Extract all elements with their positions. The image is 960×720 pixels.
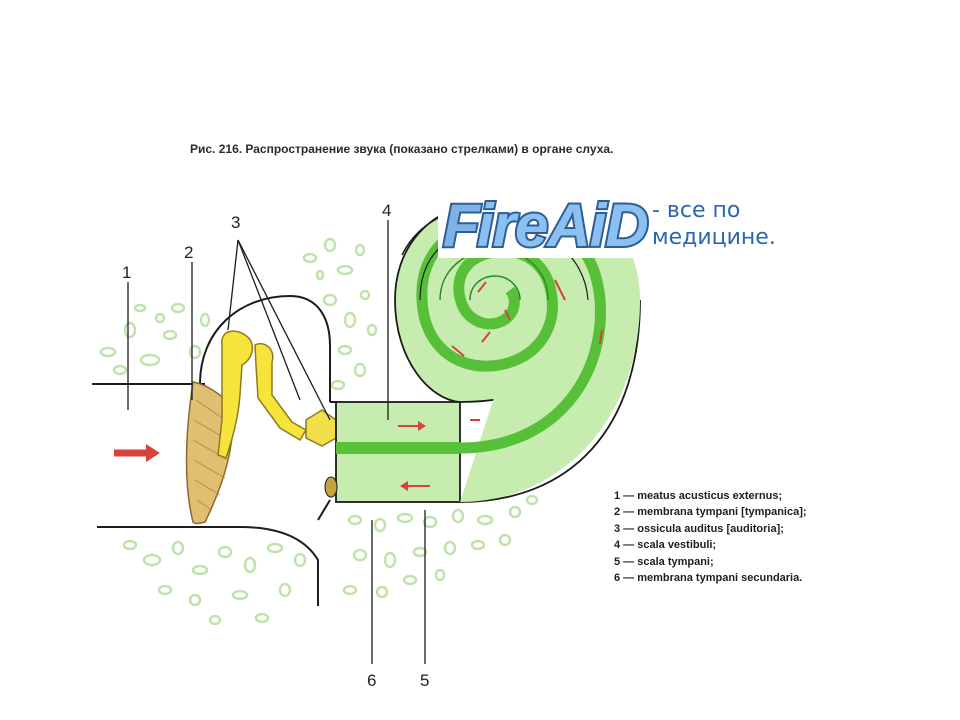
ossicles [217,330,337,459]
legend-item-4: 4 — scala vestibuli; [614,539,717,552]
tagline-line-2: медицине. [652,225,776,250]
svg-text:ireAiD: ireAiD [477,192,648,259]
brand-tagline: - все по медицине. [652,197,776,251]
sound-arrows [114,279,603,491]
label-4: 4 [382,201,391,220]
legend: 1 — meatus acusticus externus; 2 — membr… [614,488,807,586]
legend-item-6: 6 — membrana tympani secundaria. [614,572,803,585]
legend-item-5: 5 — scala tympani; [614,555,714,568]
tagline-line-1: - все по [652,198,741,223]
svg-text:F: F [443,192,481,259]
svg-text:ireAiD: ireAiD [477,192,648,259]
middle-ear-walls [92,294,340,606]
round-window [324,476,338,498]
leader-lines [127,220,426,664]
figure-caption: Рис. 216. Распространение звука (показан… [190,142,614,156]
legend-item-2: 2 — membrana tympani [tympanica]; [614,506,807,519]
legend-item-1: 1 — meatus acusticus externus; [614,490,783,502]
bone-texture [99,237,539,626]
label-3: 3 [231,213,240,232]
label-1: 1 [122,263,131,282]
legend-item-3: 3 — ossicula auditus [auditoria]; [614,522,784,535]
label-6: 6 [367,671,376,690]
label-5: 5 [420,671,429,690]
svg-text:F: F [443,192,481,259]
brand-logo: F F ireAiD ireAiD [438,172,651,261]
label-2: 2 [184,243,193,262]
